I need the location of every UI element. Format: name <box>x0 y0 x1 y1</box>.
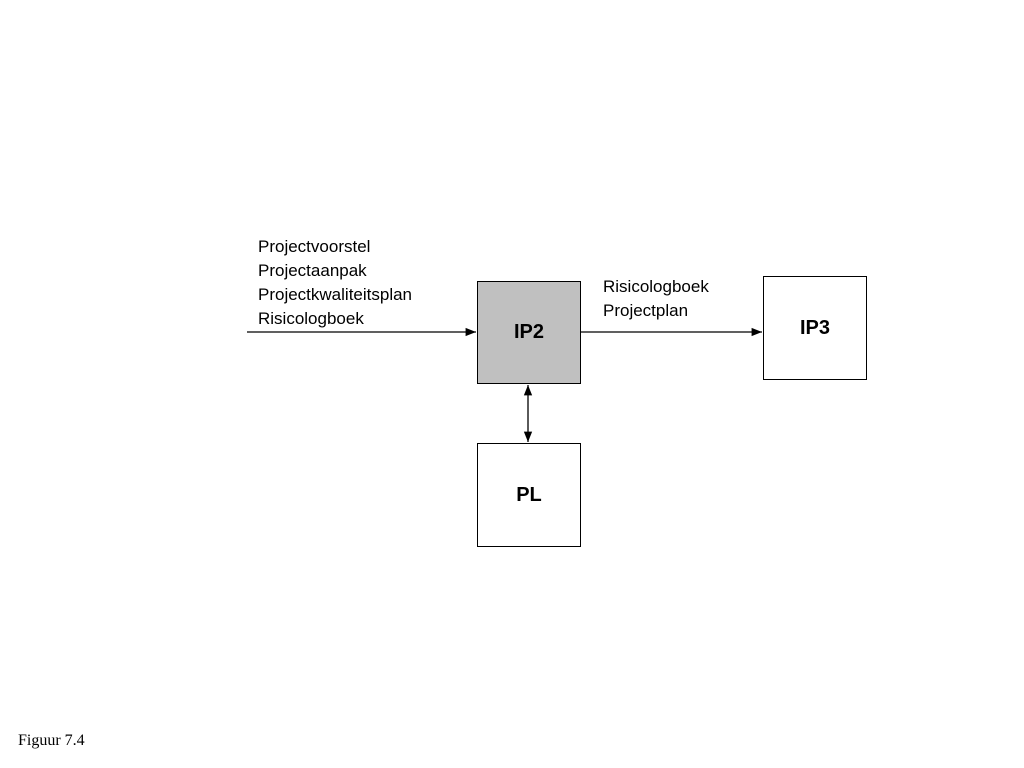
input-labels: Projectvoorstel Projectaanpak Projectkwa… <box>258 235 412 331</box>
pl-box: PL <box>477 443 581 547</box>
output-label: Risicologboek <box>603 277 709 296</box>
input-label: Projectkwaliteitsplan <box>258 285 413 304</box>
output-label: Projectplan <box>603 301 689 320</box>
figure-caption: Figuur 7.4 <box>18 732 85 749</box>
pl-label: PL <box>516 483 542 506</box>
ip2-box: IP2 <box>477 281 581 384</box>
input-label: Risicologboek <box>258 309 364 328</box>
ip2-label: IP2 <box>513 321 545 343</box>
output-labels: Risicologboek Projectplan <box>603 275 709 323</box>
input-label: Projectvoorstel <box>258 237 371 256</box>
input-label: Projectaanpak <box>258 261 367 280</box>
ip3-label: IP3 <box>799 317 831 339</box>
ip3-box: IP3 <box>763 276 867 380</box>
